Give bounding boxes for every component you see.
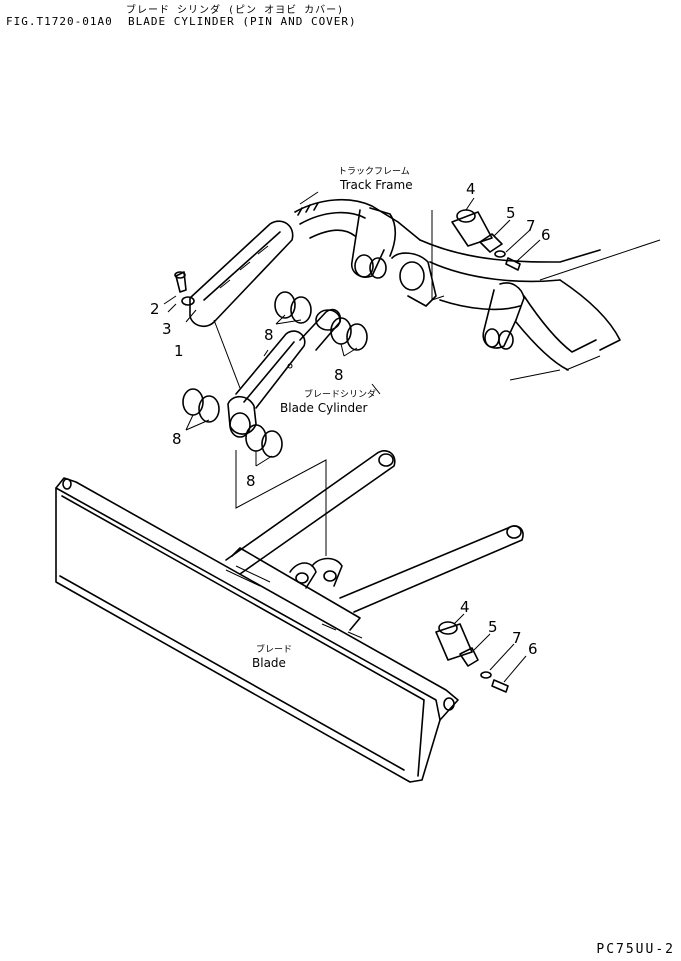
blade-label: Blade [252, 656, 286, 670]
part-number-8-a: 8 [264, 326, 274, 344]
part-number-8-d: 8 [246, 472, 256, 490]
bolt-and-washer-drawing [174, 271, 195, 306]
figure-title: BLADE CYLINDER (PIN AND COVER) [128, 15, 357, 28]
model-code: PC75UU-2 [596, 942, 675, 957]
part-number-7-upper: 7 [526, 217, 536, 235]
track-frame-label-jp: トラックフレーム [338, 166, 410, 177]
track-frame-label: Track Frame [339, 178, 413, 192]
blade-cylinder-label: Blade Cylinder [280, 401, 367, 415]
part-number-2: 2 [150, 300, 160, 318]
part-number-3: 3 [162, 320, 172, 338]
part-number-7-lower: 7 [512, 629, 522, 647]
part-number-8-c: 8 [172, 430, 182, 448]
leader-lines [163, 191, 541, 683]
part-number-8-b: 8 [334, 366, 344, 384]
part-number-4-upper: 4 [466, 180, 476, 198]
part-number-1: 1 [174, 342, 184, 360]
lower-pin-drawing [435, 621, 509, 693]
header-japanese-title: ブレード シリンダ (ピン オヨビ カバー) [126, 5, 345, 16]
part-number-5-lower: 5 [488, 618, 498, 636]
blade-cylinder-label-jp: ブレードシリンダ [304, 388, 376, 400]
part-number-6-lower: 6 [528, 640, 538, 658]
blade-cylinder-drawing [227, 308, 342, 438]
upper-pin-drawing [431, 209, 521, 301]
cylinder-cover-drawing [189, 220, 294, 328]
part-number-6-upper: 6 [541, 226, 551, 244]
blade-label-jp: ブレード [256, 643, 292, 655]
part-number-4-lower: 4 [460, 598, 470, 616]
part-number-5-upper: 5 [506, 204, 516, 222]
blade-drawing [55, 450, 524, 783]
figure-number: FIG.T1720-01A0 [6, 15, 113, 28]
track-frame-drawing [294, 198, 661, 381]
